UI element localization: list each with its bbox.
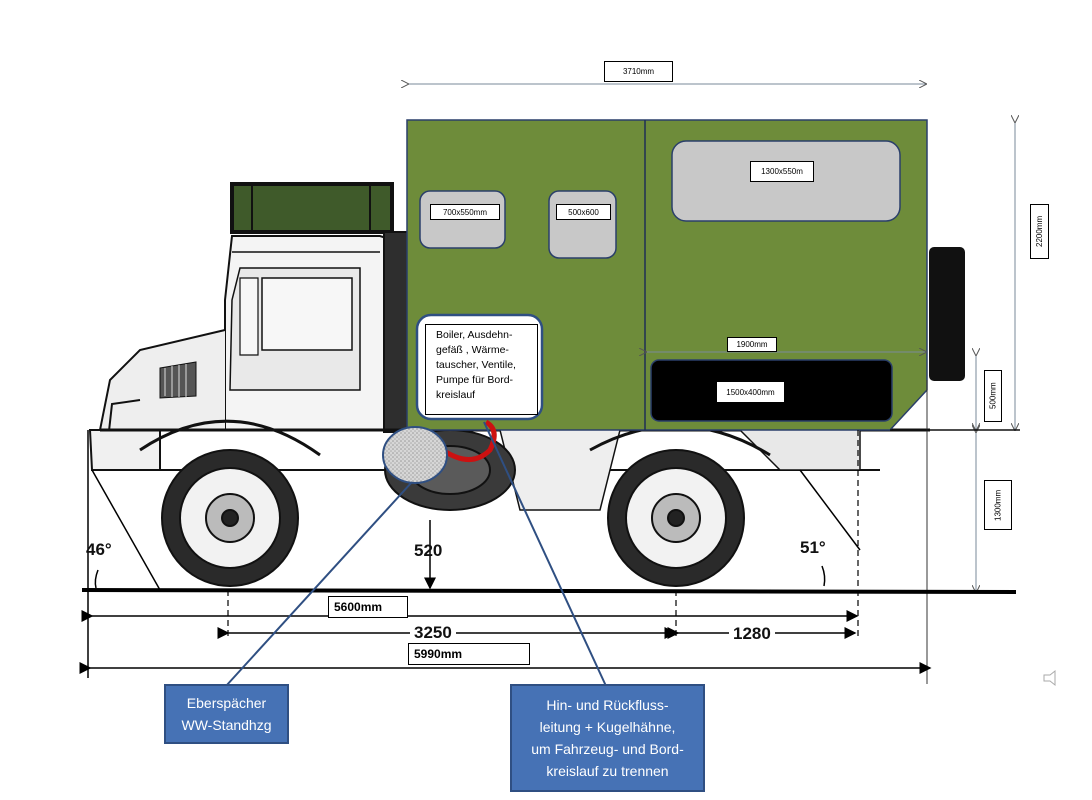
box-height-label: 2200mm <box>1030 204 1049 259</box>
overall-box-length-label: 3710mm <box>604 61 673 82</box>
heater-callout: Eberspächer WW-Standhzg <box>164 684 289 744</box>
heating-components-note: Boiler, Ausdehn- gefäß , Wärme- tauscher… <box>425 324 538 415</box>
window-mid-label: 500x600 <box>556 204 611 220</box>
dimension-lines <box>408 84 1020 684</box>
rear-height-label: 500mm <box>984 370 1002 422</box>
callout-lines <box>225 421 607 687</box>
valves-callout: Hin- und Rückfluss- leitung + Kugelhähne… <box>510 684 705 792</box>
length-5990-label: 5990mm <box>408 643 530 665</box>
window-right-label: 1300x550m <box>750 161 814 182</box>
front-angle-label: 46° <box>86 540 112 559</box>
window-left-label: 700x550mm <box>430 204 500 220</box>
frame-height-label: 1300mm <box>984 480 1012 530</box>
rear-angle-label: 51° <box>800 538 826 557</box>
heater-circle <box>382 426 448 484</box>
length-5600-label: 5600mm <box>328 596 408 618</box>
locker-size-label: 1500x400mm <box>716 381 785 403</box>
return-hose <box>438 419 497 462</box>
speaker-icon <box>1043 669 1056 687</box>
ground-clearance-label: 520 <box>414 541 443 560</box>
wheelbase-label: 3250 <box>410 623 456 643</box>
window-mid <box>548 190 617 259</box>
locker-width-label: 1900mm <box>727 337 777 352</box>
rear-overhang-label: 1280 <box>729 624 775 644</box>
